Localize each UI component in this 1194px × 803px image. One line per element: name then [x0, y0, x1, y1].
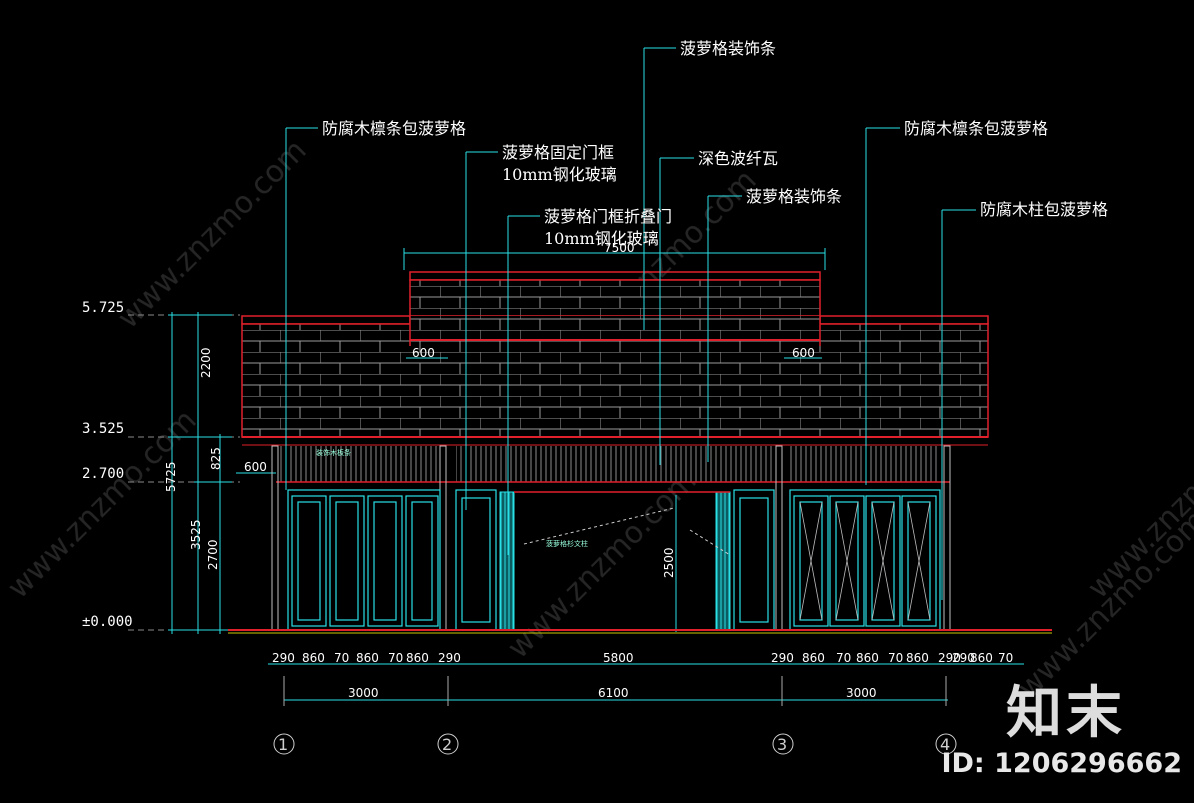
- dim-825: 825: [209, 447, 223, 470]
- callout-right-purlin: 防腐木檩条包菠萝格: [904, 119, 1048, 138]
- callout-right-column: 防腐木柱包菠萝格: [980, 200, 1108, 219]
- folding-door-left: [499, 491, 515, 631]
- bottom-dims-row2: 3000 6100 3000: [283, 676, 948, 706]
- axis-1: 1: [278, 735, 288, 754]
- watermark-site-1: www.znzmo.com: [111, 133, 314, 336]
- bottom-dim-label: 860: [906, 651, 929, 665]
- callout-fixed-frame-2: 10mm钢化玻璃: [502, 165, 617, 184]
- bottom-dim-label: 70: [836, 651, 851, 665]
- main-roof: [241, 315, 989, 446]
- dim-600-side: 600: [244, 460, 267, 474]
- bottom-dim-label: 70: [388, 651, 403, 665]
- level-3525: 3.525: [82, 421, 124, 437]
- dim-2200: 2200: [199, 347, 213, 378]
- callout-fold-door-2: 10mm钢化玻璃: [544, 229, 659, 248]
- center-bay: 菠萝格杉文柱: [455, 489, 775, 631]
- bottom-dim-label: 5800: [603, 651, 634, 665]
- callout-leaders: [285, 47, 976, 600]
- bottom-dim-label: 860: [302, 651, 325, 665]
- level-labels: 5.725 3.525 2.700 ±0.000: [82, 300, 133, 630]
- callout-labels: 菠萝格装饰条 防腐木檩条包菠萝格 菠萝格固定门框 10mm钢化玻璃 深色波纤瓦 …: [322, 39, 1108, 248]
- bottom-dim-label: 860: [856, 651, 879, 665]
- dim-600-left: 600: [412, 346, 435, 360]
- axis-4: 4: [940, 735, 950, 754]
- dim-3000-right: 3000: [846, 686, 877, 700]
- axis-3: 3: [777, 735, 787, 754]
- frieze-note: 装饰木板条: [316, 448, 351, 457]
- callout-top-decor: 菠萝格装饰条: [680, 39, 776, 58]
- bottom-dim-label: 860: [802, 651, 825, 665]
- level-0000: ±0.000: [82, 614, 133, 630]
- level-2700: 2.700: [82, 466, 124, 482]
- vertical-dim-lines: [168, 312, 677, 634]
- bottom-dim-label: 860: [356, 651, 379, 665]
- bottom-dim-label: 70: [998, 651, 1013, 665]
- bottom-dim-label: 860: [970, 651, 993, 665]
- dim-2500: 2500: [662, 547, 676, 578]
- top-dim: 7500: [403, 241, 826, 270]
- dim-5725: 5725: [164, 461, 178, 492]
- bottom-dim-label: 290: [952, 651, 975, 665]
- right-door-bay: [789, 489, 941, 631]
- callout-dark-tile: 深色波纤瓦: [698, 149, 778, 168]
- dim-600-right: 600: [792, 346, 815, 360]
- callout-decor-strip: 菠萝格装饰条: [746, 187, 842, 206]
- bottom-dim-label: 70: [334, 651, 349, 665]
- dim-3000-left: 3000: [348, 686, 379, 700]
- watermark-logo: 知末: [1006, 681, 1126, 746]
- bottom-dim-label: 290: [771, 651, 794, 665]
- offset-dims: 600 600 600: [236, 346, 822, 474]
- watermark-id: ID: 1206296662: [941, 748, 1182, 779]
- column-note: 菠萝格杉文柱: [546, 539, 588, 548]
- dim-6100: 6100: [598, 686, 629, 700]
- bottom-dim-label: 290: [272, 651, 295, 665]
- vertical-dim-labels: 2200 825 5725 3525 2700 2500: [164, 347, 676, 578]
- bottom-dim-label: 290: [438, 651, 461, 665]
- left-door-bay: [287, 489, 441, 631]
- bottom-dim-label: 290: [938, 651, 961, 665]
- callout-fold-door-1: 菠萝格门框折叠门: [544, 207, 672, 226]
- folding-door-right: [715, 491, 731, 631]
- callout-fixed-frame-1: 菠萝格固定门框: [502, 143, 614, 162]
- frieze-band: 装饰木板条: [276, 446, 950, 483]
- callout-left-purlin: 防腐木檩条包菠萝格: [322, 119, 466, 138]
- bottom-dim-label: 860: [406, 651, 429, 665]
- dim-7500: 7500: [604, 241, 635, 255]
- level-5725: 5.725: [82, 300, 124, 316]
- bottom-dim-label: 70: [888, 651, 903, 665]
- axis-2: 2: [442, 735, 452, 754]
- dim-2700: 2700: [206, 539, 220, 570]
- dim-3525: 3525: [189, 519, 203, 550]
- axis-markers: 1 2 3 4: [273, 733, 957, 755]
